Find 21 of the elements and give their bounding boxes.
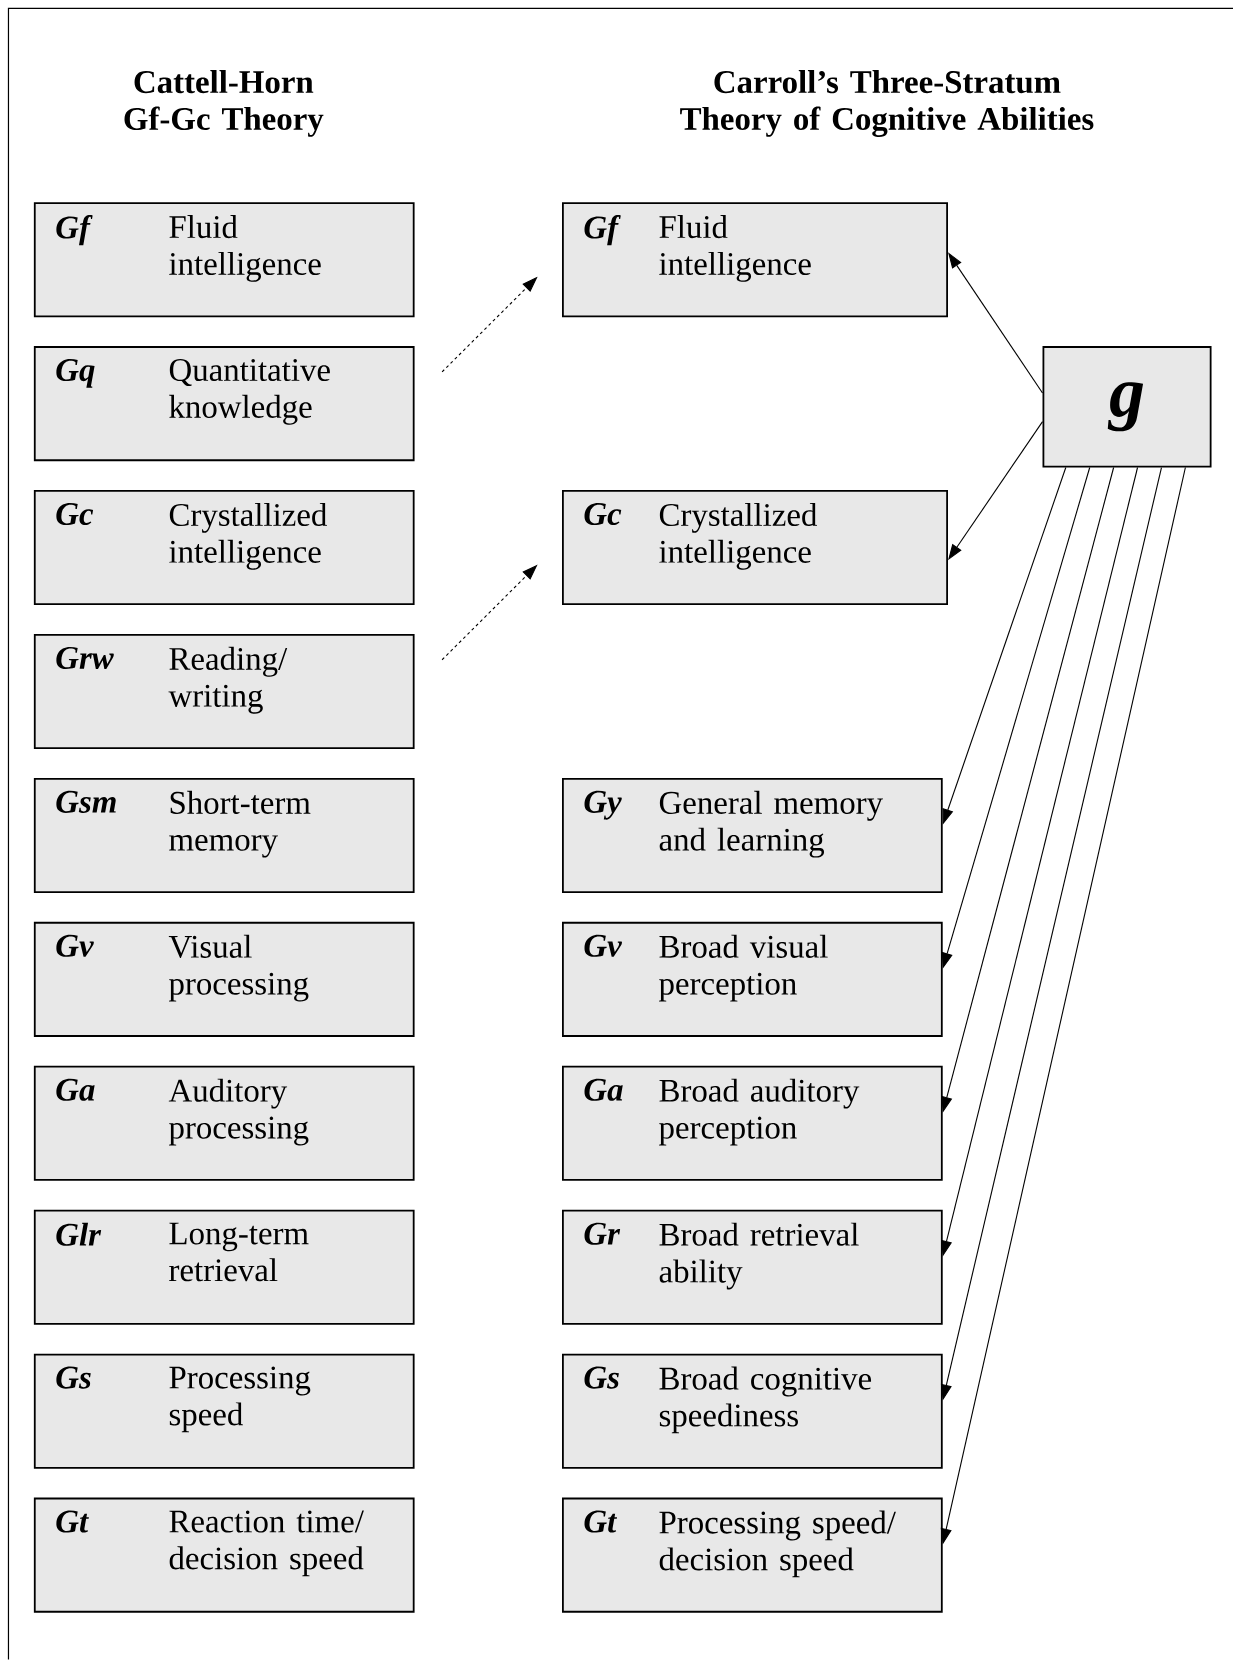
ability-box: Gt Processing speed/ decision speed [562, 1497, 943, 1613]
ability-box: Gq Quantitative knowledge [33, 346, 415, 462]
ability-box: Gt Reaction time/ decision speed [33, 1497, 415, 1613]
ability-box: Gs Broad cognitive speediness [562, 1353, 943, 1469]
ability-box: g [1042, 346, 1212, 468]
ability-box: Glr Long-term retrieval [33, 1209, 415, 1325]
ability-box: Gy General memory and learning [562, 777, 943, 893]
ability-box: Gsm Short-term memory [33, 777, 415, 893]
ability-box: Gc Crystallized intelligence [562, 490, 948, 606]
ability-box: Gf Fluid intelligence [33, 202, 415, 318]
ability-box: Gs Processing speed [33, 1353, 415, 1469]
ability-box: Gv Visual processing [33, 921, 415, 1037]
ability-box: Gr Broad retrieval ability [562, 1209, 943, 1325]
column-heading: Cattell-Horn Gf-Gc Theory [124, 70, 324, 137]
ability-box: Ga Auditory processing [33, 1065, 415, 1181]
ability-box: Grw Reading/ writing [33, 634, 415, 750]
ability-box: Gc Crystallized intelligence [33, 490, 415, 606]
ability-box: Gv Broad visual perception [562, 921, 943, 1037]
ability-box: Gf Fluid intelligence [562, 202, 948, 318]
column-heading: Carroll’s Three-Stratum Theory of Cognitive Abilities [680, 70, 1094, 137]
ability-box: Ga Broad auditory perception [562, 1065, 943, 1181]
